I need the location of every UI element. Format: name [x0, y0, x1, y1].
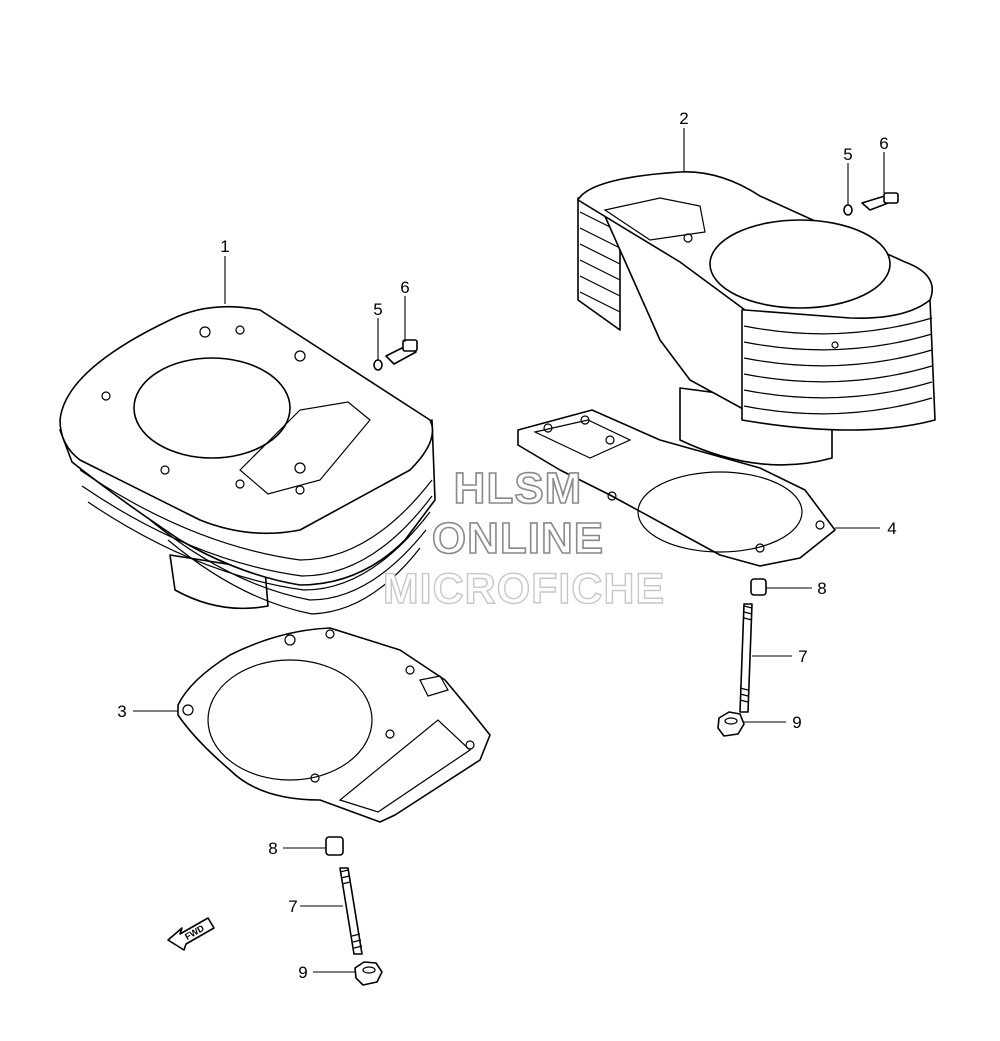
- front-cylinder[interactable]: [59, 305, 436, 615]
- callout-8-rear: 8: [817, 579, 826, 598]
- callout-9-front: 9: [298, 963, 307, 982]
- callout-7-front: 7: [288, 897, 297, 916]
- callout-8-front: 8: [268, 839, 277, 858]
- callout-5-rear: 5: [843, 145, 852, 164]
- rear-cylinder[interactable]: [577, 171, 936, 466]
- callout-4: 4: [887, 519, 896, 538]
- callout-5-front: 5: [373, 300, 382, 319]
- callout-6-front: 6: [400, 278, 409, 297]
- watermark-line-2: ONLINE: [432, 514, 604, 563]
- watermark: HLSM ONLINE MICROFICHE: [382, 463, 665, 614]
- rear-dowel-pin[interactable]: [750, 578, 767, 596]
- front-stud-nut[interactable]: [354, 961, 383, 986]
- rear-cylinder-gasket[interactable]: [517, 409, 836, 567]
- front-stud-bolt[interactable]: [339, 867, 363, 955]
- front-oil-jet-washer[interactable]: [373, 359, 383, 371]
- rear-stud-bolt[interactable]: [739, 603, 753, 713]
- callout-7-rear: 7: [798, 647, 807, 666]
- rear-oil-jet-washer[interactable]: [843, 204, 853, 216]
- rear-stud-nut[interactable]: [717, 711, 745, 737]
- arrow-left-icon: [167, 917, 215, 951]
- front-cylinder-gasket[interactable]: [177, 627, 491, 823]
- rear-oil-jet-bolt[interactable]: [861, 192, 899, 211]
- front-dowel-pin[interactable]: [325, 836, 344, 856]
- watermark-line-3: MICROFICHE: [383, 565, 665, 613]
- callout-3: 3: [117, 702, 126, 721]
- callout-1: 1: [220, 237, 229, 256]
- fwd-direction-marker: FWD: [167, 917, 215, 951]
- front-oil-jet-bolt[interactable]: [385, 339, 418, 365]
- callout-2: 2: [679, 109, 688, 128]
- watermark-line-1: HLSM: [454, 464, 583, 513]
- callout-9-rear: 9: [792, 713, 801, 732]
- callout-6-rear: 6: [879, 134, 888, 153]
